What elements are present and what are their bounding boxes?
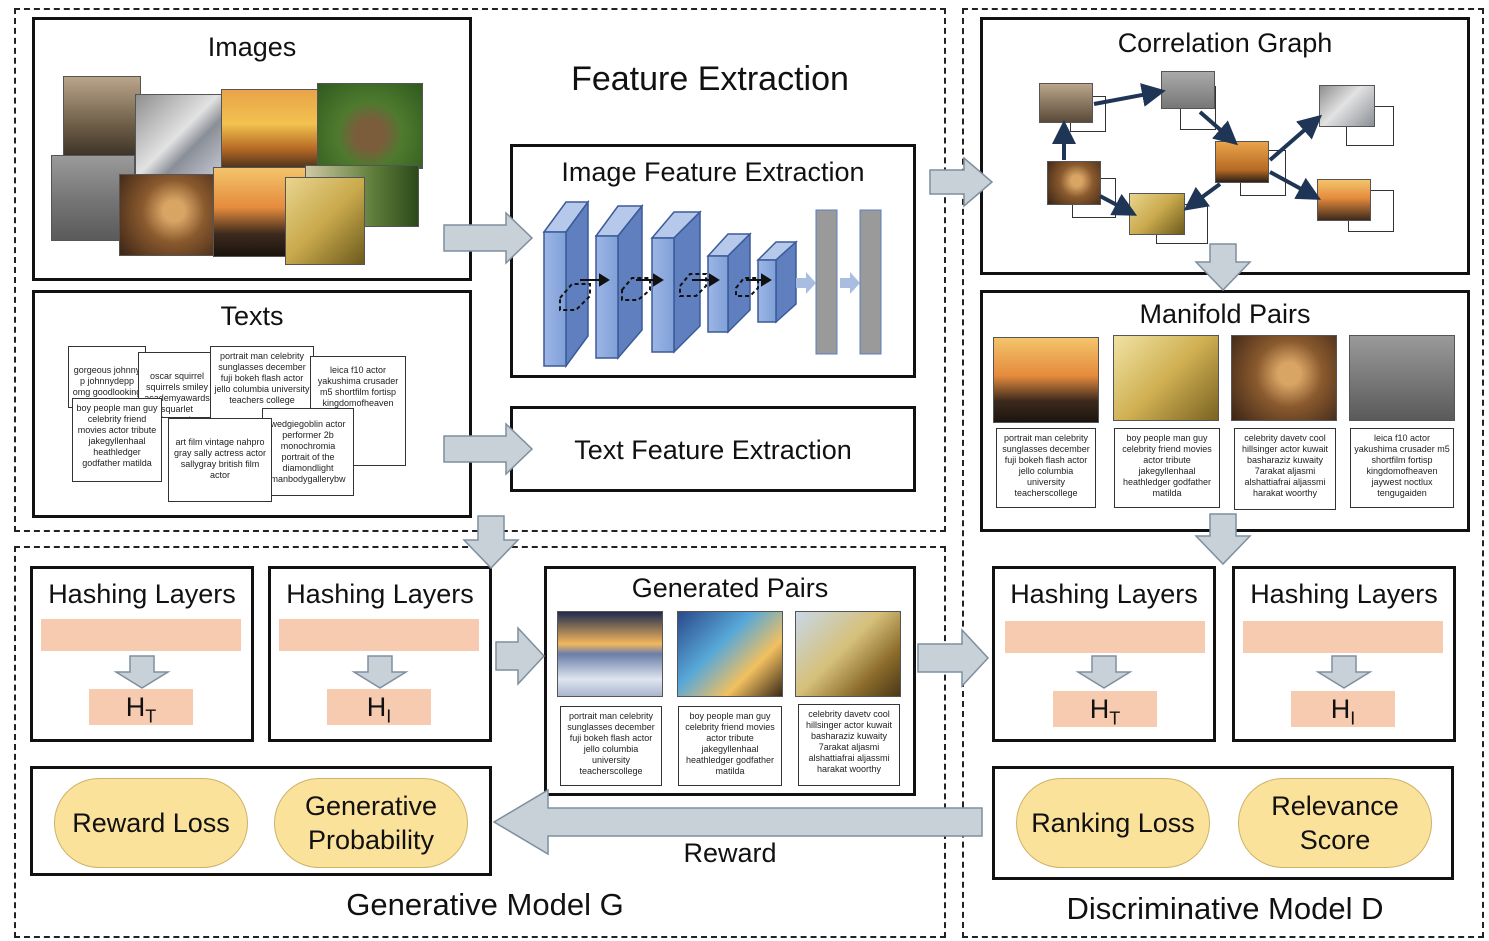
manifold-image-sunset	[994, 338, 1098, 422]
arrow-generated-to-disc	[917, 628, 990, 688]
hashing-layers-label: Hashing Layers	[1010, 579, 1198, 609]
graph-node-image	[1040, 84, 1092, 122]
generated-caption: portrait man celebrity sunglasses decemb…	[560, 706, 662, 786]
ranking-loss-pill: Ranking Loss	[1016, 778, 1210, 868]
manifold-caption: leica f10 actor yakushima crusader m5 sh…	[1350, 428, 1454, 508]
arrow-manifold-to-disc-hashing	[1194, 513, 1252, 566]
conv-layer-2	[594, 203, 644, 361]
fc-layer-1	[815, 209, 838, 355]
generated-caption: celebrity davetv cool hillsinger actor k…	[798, 704, 900, 786]
manifold-pairs-title: Manifold Pairs	[1139, 299, 1311, 329]
graph-node-image	[1318, 180, 1370, 220]
texts-title: Texts	[220, 301, 284, 331]
generated-image-wires	[678, 612, 782, 696]
manifold-caption: portrait man celebrity sunglasses decemb…	[996, 428, 1096, 508]
fc-layer-2	[859, 209, 882, 355]
hashing-layer-bar	[1005, 621, 1205, 653]
arrow-gen-image-bar-to-code	[351, 655, 409, 689]
photo-bike	[136, 95, 236, 177]
generative-probability-pill: Generative Probability	[274, 778, 468, 868]
gen-hashing-image-box: Hashing Layers HI	[268, 566, 492, 742]
disc-hashing-image-box: Hashing Layers HI	[1232, 566, 1456, 742]
text-feature-extraction-box: Text Feature Extraction	[510, 406, 916, 492]
hashing-layer-bar	[41, 619, 241, 651]
photo-eagle	[120, 175, 218, 255]
gen-hashing-text-box: Hashing Layers HT	[30, 566, 254, 742]
hash-code-image: HI	[1291, 691, 1395, 728]
manifold-image-airplane	[1114, 336, 1218, 420]
text-card: boy people man guy celebrity friend movi…	[72, 398, 162, 482]
text-card: gorgeous johnny p johnnydepp omg goodloo…	[68, 346, 146, 408]
graph-node-image	[1048, 162, 1100, 204]
hash-code-text: HT	[89, 689, 193, 726]
arrow-texts-to-text-feature	[443, 422, 534, 476]
hash-code-image: HI	[327, 689, 431, 726]
text-feature-title: Text Feature Extraction	[574, 435, 852, 465]
arrow-disc-text-bar-to-code	[1075, 655, 1133, 689]
photo-deer	[318, 84, 422, 168]
text-card: wedgiegoblin actor performer 2b monochro…	[262, 408, 354, 496]
photo-statues	[64, 77, 140, 157]
text-card: art film vintage nahpro gray sally actre…	[168, 418, 272, 502]
disc-hashing-text-box: Hashing Layers HT	[992, 566, 1216, 742]
conv-layer-4	[706, 232, 752, 334]
generated-caption: boy people man guy celebrity friend movi…	[678, 706, 782, 786]
generated-pairs-title: Generated Pairs	[631, 573, 829, 603]
conv-layer-3	[650, 210, 702, 354]
generated-image-wheat	[796, 612, 900, 696]
hashing-layer-bar	[1243, 621, 1443, 653]
photo-car	[222, 90, 322, 174]
conv-kernels	[559, 273, 759, 311]
manifold-image-eagle	[1232, 336, 1336, 420]
reward-loss-pill: Reward Loss	[54, 778, 248, 868]
images-title: Images	[207, 32, 297, 62]
graph-node-image	[1320, 86, 1374, 126]
discriminative-model-title: Discriminative Model D	[1066, 891, 1384, 926]
manifold-image-tower	[1350, 336, 1454, 420]
hashing-layers-label: Hashing Layers	[1250, 579, 1438, 609]
arrow-gen-text-bar-to-code	[113, 655, 171, 689]
arrow-to-correlation-graph	[929, 156, 994, 208]
arrow-images-to-image-feature	[443, 211, 534, 265]
relevance-score-pill: Relevance Score	[1238, 778, 1432, 868]
hashing-layers-label: Hashing Layers	[286, 579, 474, 609]
discriminative-model-section	[962, 8, 1484, 938]
arrow-features-to-gen-hashing	[462, 515, 520, 570]
fc-arrows	[796, 272, 860, 294]
manifold-caption: boy people man guy celebrity friend movi…	[1114, 428, 1220, 508]
hashing-layers-label: Hashing Layers	[48, 579, 236, 609]
hashing-layer-bar	[279, 619, 479, 651]
reward-label: Reward	[683, 838, 777, 868]
arrow-hashing-to-generated	[495, 626, 546, 686]
feature-extraction-title: Feature Extraction	[571, 60, 849, 98]
graph-node-image	[1216, 142, 1268, 182]
conv-layer-1	[542, 199, 590, 369]
manifold-caption: celebrity davetv cool hillsinger actor k…	[1234, 428, 1336, 510]
image-feature-title: Image Feature Extraction	[561, 157, 865, 187]
generated-image-snow-sunset	[558, 612, 662, 696]
arrow-disc-image-bar-to-code	[1315, 655, 1373, 689]
graph-node-image	[1162, 72, 1214, 108]
arrow-graph-to-manifold	[1194, 243, 1252, 292]
graph-node-image	[1130, 194, 1184, 234]
conv-kernel-arrows	[580, 273, 772, 287]
photo-airplane-sky	[286, 178, 364, 264]
generative-model-title: Generative Model G	[346, 887, 624, 922]
hash-code-text: HT	[1053, 691, 1157, 728]
correlation-graph-title: Correlation Graph	[1117, 28, 1333, 58]
arrow-reward	[492, 788, 983, 856]
